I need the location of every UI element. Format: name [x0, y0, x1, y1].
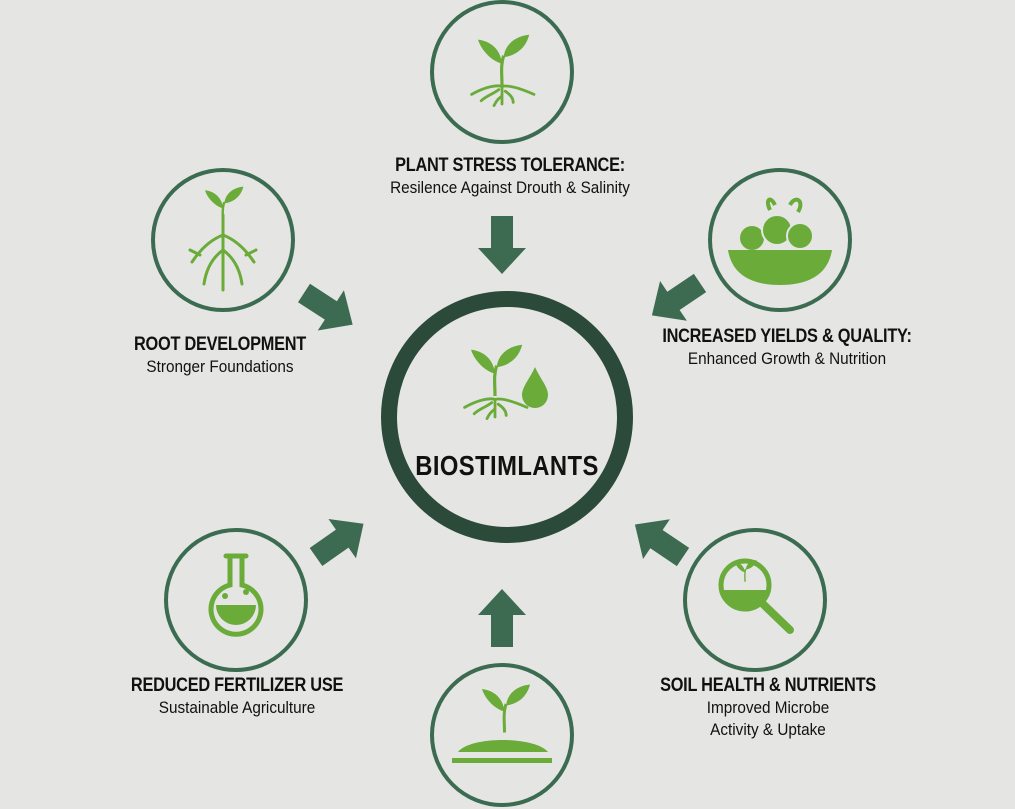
yields-label: INCREASED YIELDS & QUALITY: Enhanced Gro…	[642, 326, 932, 370]
yields-title: INCREASED YIELDS & QUALITY:	[662, 326, 912, 347]
sprout-soil-icon	[452, 683, 552, 763]
sprout-with-droplet-icon	[463, 343, 548, 421]
root-system-icon	[188, 185, 258, 292]
soil-subtitle: Improved Microbe	[706, 698, 830, 717]
produce-bowl-icon	[728, 197, 832, 285]
bottom-circle	[430, 663, 574, 807]
yields-circle	[708, 168, 852, 312]
flask-icon	[208, 553, 264, 637]
center-title: BIOSTIMLANTS	[415, 450, 599, 481]
soil-title: SOIL HEALTH & NUTRIENTS	[660, 675, 876, 696]
magnifier-soil-icon	[718, 558, 794, 634]
yields-subtitle: Enhanced Growth & Nutrition	[687, 349, 887, 368]
sprout-roots-icon	[470, 33, 536, 107]
root-subtitle: Stronger Foundations	[146, 357, 294, 376]
fertilizer-subtitle: Sustainable Agriculture	[158, 698, 316, 717]
fertilizer-title: REDUCED FERTILIZER USE	[130, 675, 344, 696]
stress-label: PLANT STRESS TOLERANCE: Resilence Agains…	[376, 155, 643, 199]
fertilizer-label: REDUCED FERTILIZER USE Sustainable Agric…	[114, 675, 361, 719]
stress-title: PLANT STRESS TOLERANCE:	[395, 155, 625, 176]
stress-subtitle: Resilence Against Drouth & Salinity	[390, 178, 630, 197]
center-circle	[381, 291, 633, 543]
soil-health-circle	[683, 528, 827, 672]
arrow-from-soil	[621, 504, 697, 577]
root-title: ROOT DEVELOPMENT	[134, 334, 306, 355]
soil-label: SOIL HEALTH & NUTRIENTS Improved Microbe…	[642, 675, 893, 741]
stress-tolerance-circle	[430, 0, 574, 144]
arrow-from-yields	[638, 263, 714, 336]
arrow-from-bottom	[478, 589, 526, 647]
root-label: ROOT DEVELOPMENT Stronger Foundations	[120, 334, 320, 378]
fertilizer-circle	[164, 528, 308, 672]
soil-subtitle-2: Activity & Uptake	[710, 720, 826, 739]
arrow-from-fertilizer	[302, 504, 378, 577]
arrow-from-stress	[478, 216, 526, 274]
root-development-circle	[151, 168, 295, 312]
